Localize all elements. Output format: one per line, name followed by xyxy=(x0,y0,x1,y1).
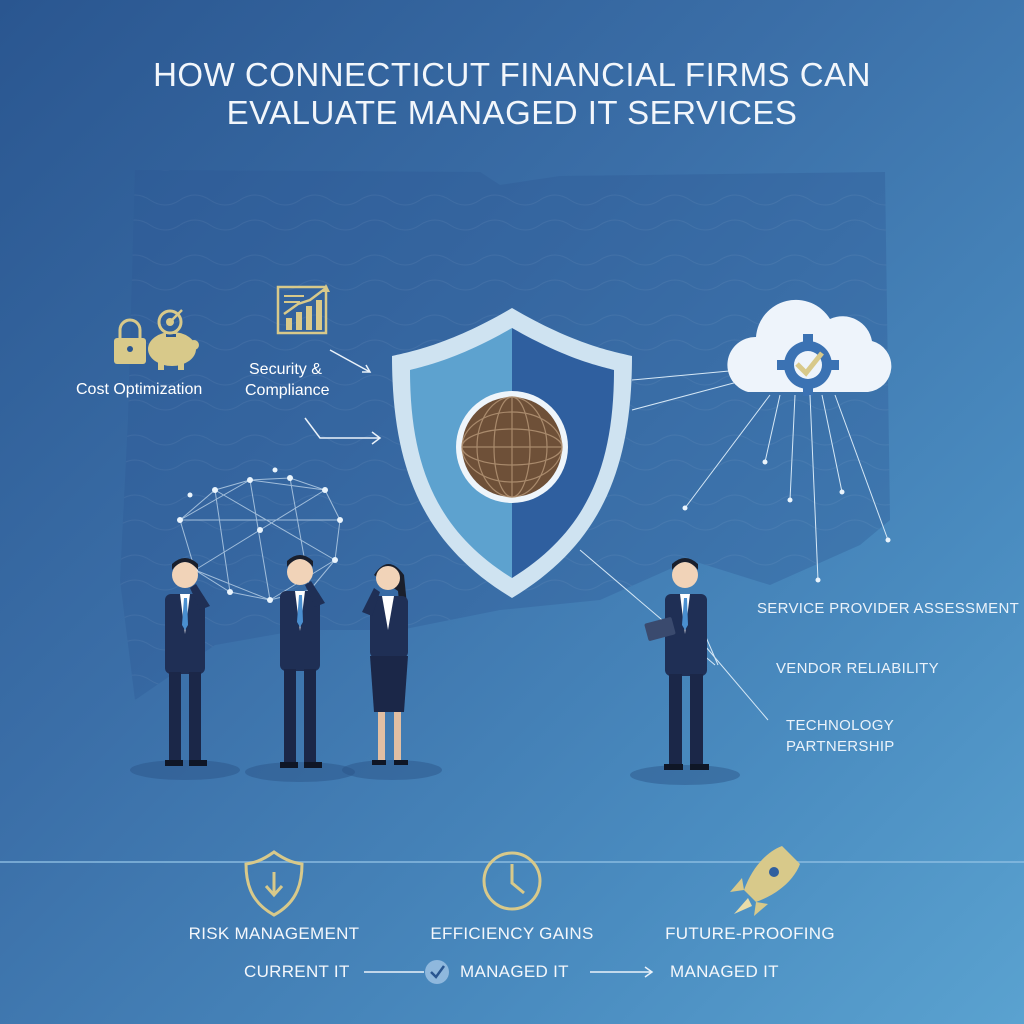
network-globe-icon xyxy=(179,477,341,601)
gear-check-icon xyxy=(777,334,839,396)
floor-shadows xyxy=(130,760,740,785)
flow-managed-it-2: MANAGED IT xyxy=(670,962,779,981)
target-icon xyxy=(157,309,183,335)
service-provider-assessment-label: SERVICE PROVIDER ASSESSMENT xyxy=(757,600,1020,617)
cloud-ray-nodes xyxy=(682,459,891,583)
clock-icon xyxy=(482,851,542,911)
shield-down-arrow-icon xyxy=(244,850,304,917)
checkmark-circle-icon xyxy=(425,960,449,984)
flow-current-it: CURRENT IT xyxy=(244,962,350,981)
globe-icon xyxy=(461,396,563,498)
efficiency-gains-label: EFFICIENCY GAINS xyxy=(430,924,594,943)
piggy-bank-icon xyxy=(148,332,199,370)
cloud-rays xyxy=(684,394,889,581)
businessman-thinking-1 xyxy=(165,558,210,766)
risk-management-label: RISK MANAGEMENT xyxy=(188,924,360,943)
future-proofing-label: FUTURE-PROOFING xyxy=(665,924,835,943)
chart-report-icon xyxy=(276,284,330,335)
security-compliance-label-line2: Compliance xyxy=(245,382,330,399)
flow-managed-it-1: MANAGED IT xyxy=(460,962,569,981)
cost-optimization-label: Cost Optimization xyxy=(76,381,203,398)
technology-partnership-label-line1: TECHNOLOGY xyxy=(786,717,895,734)
businessman-thinking-2 xyxy=(280,555,325,768)
businesswoman-thinking xyxy=(362,564,408,765)
padlock-icon xyxy=(114,318,146,364)
arrow-security xyxy=(304,349,382,445)
vendor-reliability-label: VENDOR RELIABILITY xyxy=(776,660,939,677)
page-title-line2: EVALUATE MANAGED IT SERVICES xyxy=(226,94,798,131)
page-title-line1: HOW CONNECTICUT FINANCIAL FIRMS CAN xyxy=(153,56,871,93)
businessman-with-tablet xyxy=(644,558,709,770)
technology-partnership-label-line2: PARTNERSHIP xyxy=(786,738,895,755)
rocket-icon xyxy=(730,846,800,916)
flow-arrows xyxy=(364,966,654,978)
security-compliance-label-line1: Security & xyxy=(249,361,322,378)
